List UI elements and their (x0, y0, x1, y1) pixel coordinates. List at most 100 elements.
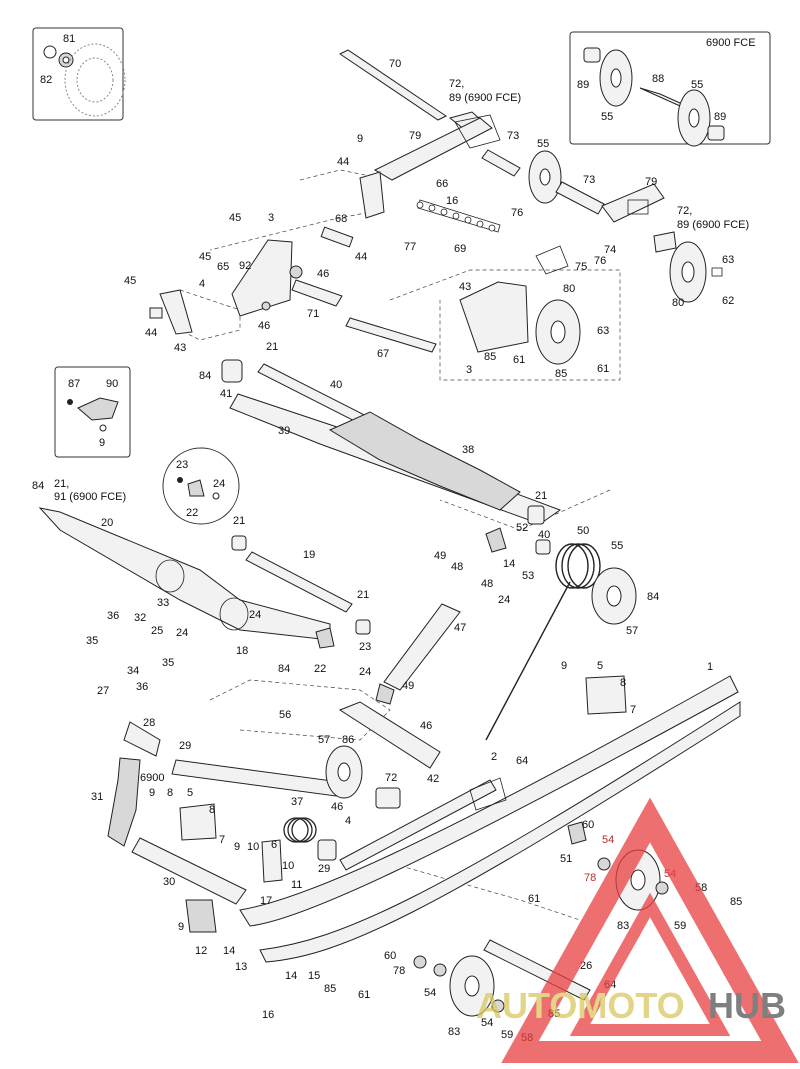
callout-44a: 44 (337, 156, 349, 168)
watermark-brand-part2: HUB (708, 985, 786, 1026)
callout-6: 6 (271, 839, 277, 851)
callout-41: 40 (330, 379, 342, 391)
callout-24b: 24 (176, 627, 188, 639)
callout-33: 33 (157, 597, 169, 609)
inset-label-55-right: 55 (691, 79, 703, 91)
callout-61a: 61 (513, 354, 525, 366)
callout-39: 39 (278, 425, 290, 437)
callout-9b: 9 (561, 660, 567, 672)
callout-17: 17 (260, 895, 272, 907)
callout-69: 69 (454, 243, 466, 255)
rear-assembly (107, 675, 627, 933)
callout-48a: 48 (451, 561, 463, 573)
callout-46c: 46 (420, 720, 432, 732)
callout-10a: 10 (247, 841, 259, 853)
callout-61c: 61 (528, 893, 540, 905)
callout-83b: 83 (448, 1026, 460, 1038)
callout-29b: 29 (318, 863, 330, 875)
callout-5b: 5 (187, 787, 193, 799)
callout-70: 70 (389, 58, 401, 70)
callout-91: 91 (6900 FCE) (54, 491, 126, 503)
callout-27: 27 (97, 685, 109, 697)
callout-23: 23 (359, 641, 371, 653)
callout-63a: 63 (722, 254, 734, 266)
callout-9d: 9 (234, 841, 240, 853)
callout-55b: 55 (611, 540, 623, 552)
callout-45c: 45 (124, 275, 136, 287)
inset-box-top-left: 81 82 (32, 27, 126, 121)
callout-14c: 14 (285, 970, 297, 982)
callout-13: 13 (235, 961, 247, 973)
callout-89b: 89 (6900 FCE) (677, 219, 749, 231)
callout-67: 67 (377, 348, 389, 360)
callout-57b: 57 (318, 734, 330, 746)
callout-2: 2 (491, 751, 497, 763)
callout-21d: 21 (233, 515, 245, 527)
callout-45b: 45 (199, 251, 211, 263)
callout-47: 47 (454, 622, 466, 634)
callout-35a: 35 (86, 635, 98, 647)
watermark-brand-part1: AUTOMOTO (476, 985, 685, 1026)
inset-label-87: 87 (68, 378, 80, 390)
callout-12: 12 (195, 945, 207, 957)
callout-16b: 16 (262, 1009, 274, 1021)
callout-92: 92 (239, 260, 251, 272)
callout-1: 1 (707, 661, 713, 673)
callout-25: 25 (151, 625, 163, 637)
callout-49b: 49 (402, 680, 414, 692)
callout-40a: 41 (220, 388, 232, 400)
callout-40b: 40 (538, 529, 550, 541)
callout-75: 75 (575, 261, 587, 273)
callout-79b: 79 (645, 176, 657, 188)
callout-20: 20 (101, 517, 113, 529)
callout-72c: 72 (385, 772, 397, 784)
callout-29a: 29 (179, 740, 191, 752)
inset-label-81: 81 (63, 33, 75, 45)
detail-circle: 23 24 22 (162, 447, 240, 525)
callout-86: 86 (342, 734, 354, 746)
callout-73a: 73 (507, 130, 519, 142)
detail-label-22: 22 (186, 507, 198, 519)
callout-11: 11 (291, 879, 302, 891)
callout-14a: 14 (503, 558, 515, 570)
inset-label-55-left: 55 (601, 111, 613, 123)
callout-53: 53 (522, 570, 534, 582)
watermark-triangle (501, 797, 799, 1063)
callout-44c: 44 (145, 327, 157, 339)
callout-72b: 72, (677, 205, 692, 217)
callout-74: 74 (604, 244, 616, 256)
callout-labels: 70 72, 89 (6900 FCE) 9 79 73 55 44 66 16… (32, 58, 749, 1044)
spring-and-shock (338, 543, 637, 769)
callout-56: 56 (279, 709, 291, 721)
inset-box-top-right: 6900 FCE 89 55 88 55 89 (569, 31, 771, 147)
callout-51: 51 (560, 853, 572, 865)
front-mount-left (149, 226, 437, 353)
callout-10b: 10 (282, 860, 294, 872)
callout-89a: 89 (6900 FCE) (449, 92, 521, 104)
inset-box-mid-left: 87 90 9 (54, 366, 131, 458)
rear-arm (38, 507, 371, 649)
callout-80b: 80 (563, 283, 575, 295)
middle-frame (221, 359, 562, 555)
callout-14b: 14 (223, 945, 235, 957)
front-mount-right (459, 245, 581, 365)
callout-54a: 54 (602, 834, 614, 846)
callout-46a: 46 (317, 268, 329, 280)
callout-3a: 3 (268, 212, 274, 224)
callout-83a: 83 (617, 920, 629, 932)
callout-21e: 21 (357, 589, 369, 601)
callout-31: 31 (91, 791, 103, 803)
callout-61d: 61 (358, 989, 370, 1001)
callout-7b: 7 (219, 834, 225, 846)
callout-22: 22 (314, 663, 326, 675)
callout-52: 52 (516, 522, 528, 534)
inset-label-88: 88 (652, 73, 664, 85)
callout-42: 42 (427, 773, 439, 785)
callout-85c: 85 (730, 896, 742, 908)
callout-26: 26 (580, 960, 592, 972)
callout-9e: 9 (178, 921, 184, 933)
callout-16a: 16 (446, 195, 458, 207)
callout-43a: 43 (459, 281, 471, 293)
